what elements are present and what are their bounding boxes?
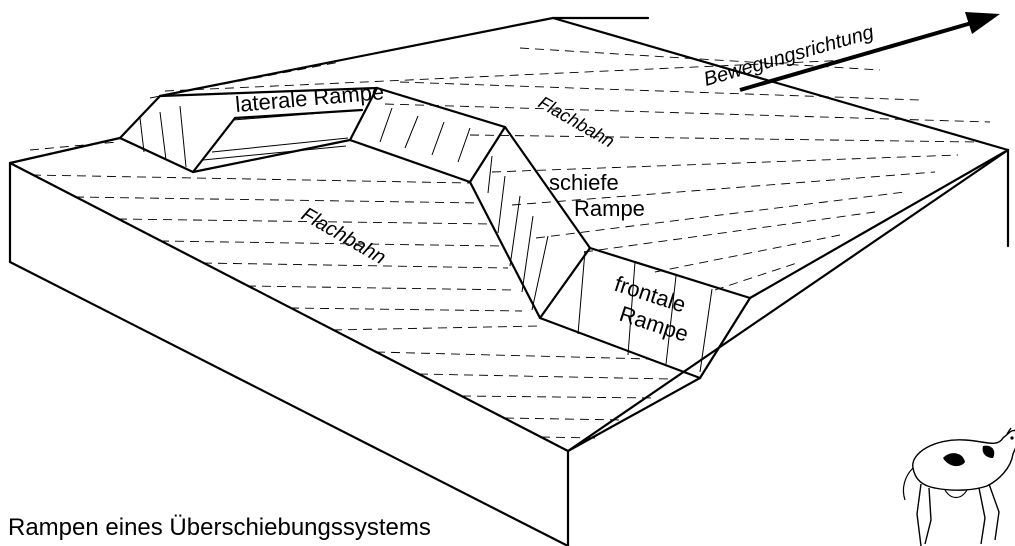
lateral-ramp-left-hatch xyxy=(139,105,187,168)
lateral-ramp-floor-lines xyxy=(202,109,361,161)
lateral-ramp-right-hatch xyxy=(379,107,471,163)
lower-flat-label: Flachbahn xyxy=(298,203,390,269)
oblique-ramp-hatch xyxy=(487,155,549,311)
cow-icon xyxy=(902,427,1015,546)
lower-flat-dashed-lines xyxy=(29,141,671,439)
motion-direction-arrow xyxy=(739,12,1000,92)
oblique-ramp-label-line2: Rampe xyxy=(574,196,645,221)
oblique-ramp-label-line1: schiefe xyxy=(549,170,619,195)
motion-direction-label: Bewegungsrichtung xyxy=(701,21,876,91)
block-outline xyxy=(8,16,1010,546)
diagram-caption: Rampen eines Überschiebungssystems xyxy=(8,514,431,541)
upper-flat-label: Flachbahn xyxy=(535,92,618,151)
lateral-ramp-label: laterale Rampe xyxy=(234,79,385,117)
